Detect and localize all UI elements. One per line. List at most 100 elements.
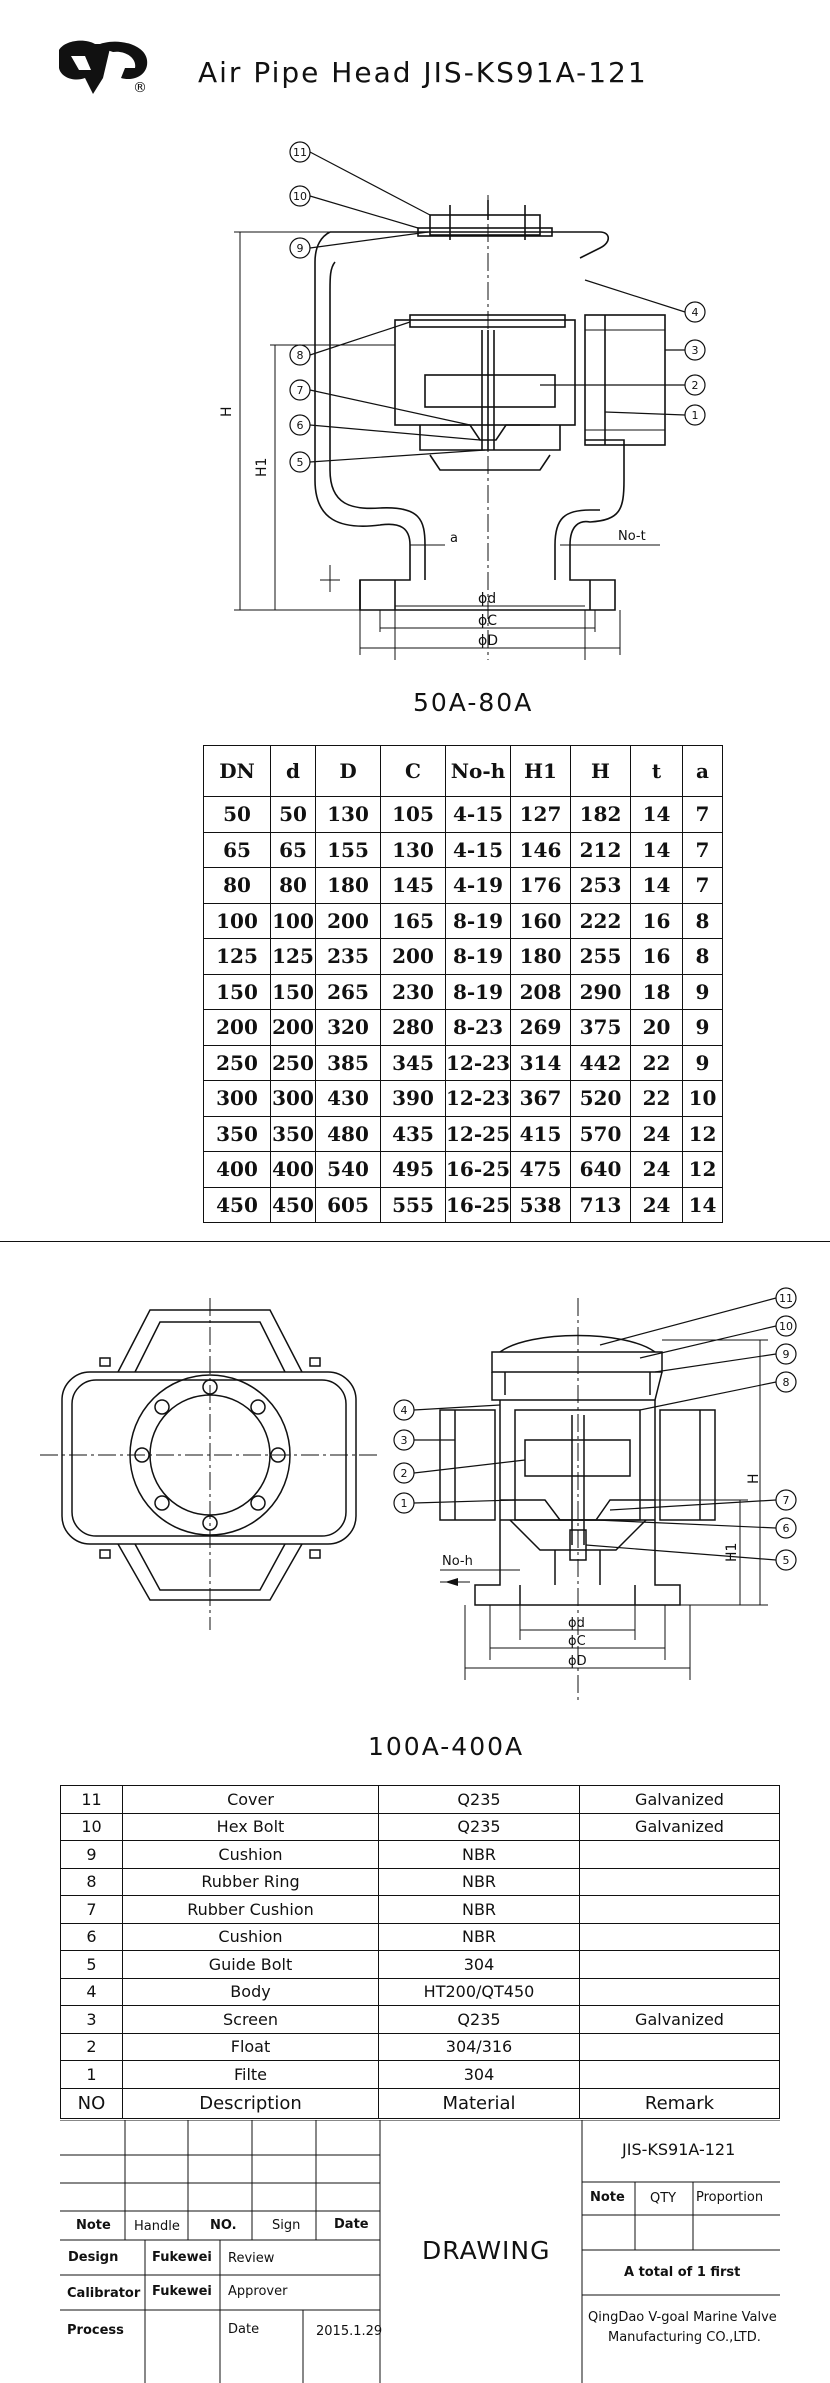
- dimension-cell: 145: [380, 867, 446, 904]
- tb-model: JIS-KS91A-121: [622, 2140, 736, 2159]
- dimension-cell: 570: [570, 1115, 631, 1152]
- dimension-cell: 430: [315, 1080, 381, 1117]
- svg-text:5: 5: [783, 1554, 790, 1567]
- part-remark: [579, 1895, 780, 1924]
- part-material: NBR: [378, 1840, 580, 1869]
- dimension-cell: 415: [510, 1115, 571, 1152]
- dimension-cell: 24: [630, 1115, 683, 1152]
- part-description: Body: [122, 1977, 379, 2006]
- dimension-cell: 713: [570, 1186, 631, 1223]
- part-remark: [579, 1840, 780, 1869]
- col-t: t: [630, 745, 683, 797]
- dimension-cell: 130: [380, 831, 446, 868]
- part-remark: [579, 2060, 780, 2089]
- tb-sign: Sign: [272, 2218, 301, 2233]
- dimension-cell: 280: [380, 1009, 446, 1046]
- part-material: NBR: [378, 1867, 580, 1896]
- part-material: NBR: [378, 1922, 580, 1951]
- dimension-cell: 100: [270, 902, 316, 939]
- parts-header-remark: Remark: [579, 2087, 780, 2119]
- part-remark: [579, 1950, 780, 1979]
- dimension-cell: 200: [315, 902, 381, 939]
- dimension-cell: 495: [380, 1151, 446, 1188]
- dimension-cell: 450: [270, 1186, 316, 1223]
- tb-date: Date: [334, 2217, 369, 2232]
- logo: ®: [55, 38, 155, 98]
- svg-text:10: 10: [779, 1320, 793, 1333]
- dimension-cell: 125: [203, 938, 271, 975]
- part-no: 10: [60, 1812, 123, 1841]
- dimension-cell: 390: [380, 1080, 446, 1117]
- part-material: 304: [378, 2060, 580, 2089]
- dimension-cell: 22: [630, 1080, 683, 1117]
- tb-qty-note: Note: [590, 2190, 625, 2205]
- tb-review: Review: [228, 2251, 275, 2266]
- dimension-cell: 16: [630, 938, 683, 975]
- dimension-cell: 12: [682, 1151, 723, 1188]
- dimension-cell: 200: [203, 1009, 271, 1046]
- part-material: 304/316: [378, 2032, 580, 2061]
- part-description: Rubber Cushion: [122, 1895, 379, 1924]
- dimension-cell: 130: [315, 796, 381, 833]
- dimension-cell: 450: [203, 1186, 271, 1223]
- dim-C: ϕC: [478, 613, 497, 629]
- dimension-cell: 150: [203, 973, 271, 1010]
- dimension-cell: 155: [315, 831, 381, 868]
- tb-calibrator-name: Fukewei: [152, 2284, 212, 2299]
- dimension-cell: 8-19: [445, 902, 511, 939]
- dimension-cell: 160: [510, 902, 571, 939]
- svg-text:9: 9: [783, 1348, 790, 1361]
- svg-text:3: 3: [692, 344, 699, 357]
- part-description: Guide Bolt: [122, 1950, 379, 1979]
- dimension-cell: 18: [630, 973, 683, 1010]
- part-remark: Galvanized: [579, 1785, 780, 1814]
- col-No-h: No-h: [445, 745, 511, 797]
- part-description: Filte: [122, 2060, 379, 2089]
- part-no: 11: [60, 1785, 123, 1814]
- svg-text:4: 4: [692, 306, 699, 319]
- dimension-cell: 640: [570, 1151, 631, 1188]
- part-no: 1: [60, 2060, 123, 2089]
- tb-calibrator: Calibrator: [67, 2286, 141, 2301]
- dim2-d: ϕd: [568, 1616, 585, 1631]
- col-d: d: [270, 745, 316, 797]
- dim2-C: ϕC: [568, 1634, 586, 1649]
- dimension-cell: 24: [630, 1186, 683, 1223]
- parts-table-header: NO Description Material Remark: [60, 2087, 780, 2119]
- part-description: Cushion: [122, 1840, 379, 1869]
- dimension-cell: 16: [630, 902, 683, 939]
- dimension-cell: 222: [570, 902, 631, 939]
- dimension-cell: 385: [315, 1044, 381, 1081]
- dimension-cell: 255: [570, 938, 631, 975]
- dimension-cell: 4-19: [445, 867, 511, 904]
- dimension-cell: 9: [682, 1044, 723, 1081]
- dim-d: ϕd: [478, 591, 496, 607]
- dim-a: a: [450, 531, 458, 546]
- tb-qty: QTY: [650, 2191, 677, 2206]
- dimension-cell: 165: [380, 902, 446, 939]
- dimension-cell: 14: [630, 831, 683, 868]
- part-remark: [579, 2032, 780, 2061]
- dimension-cell: 180: [315, 867, 381, 904]
- tb-handle: Handle: [134, 2219, 180, 2234]
- tb-proportion: Proportion: [696, 2190, 764, 2205]
- part-remark: [579, 1867, 780, 1896]
- dimension-cell: 250: [270, 1044, 316, 1081]
- dimension-cell: 127: [510, 796, 571, 833]
- dimension-cell: 265: [315, 973, 381, 1010]
- svg-text:9: 9: [297, 242, 304, 255]
- dimension-cell: 520: [570, 1080, 631, 1117]
- dimension-cell: 50: [270, 796, 316, 833]
- title-block-grid: [60, 2120, 780, 2383]
- part-no: 9: [60, 1840, 123, 1869]
- parts-header-material: Material: [378, 2087, 580, 2119]
- dimension-cell: 12-25: [445, 1115, 511, 1152]
- part-material: 304: [378, 1950, 580, 1979]
- part-description: Hex Bolt: [122, 1812, 379, 1841]
- dimension-cell: 250: [203, 1044, 271, 1081]
- part-no: 4: [60, 1977, 123, 2006]
